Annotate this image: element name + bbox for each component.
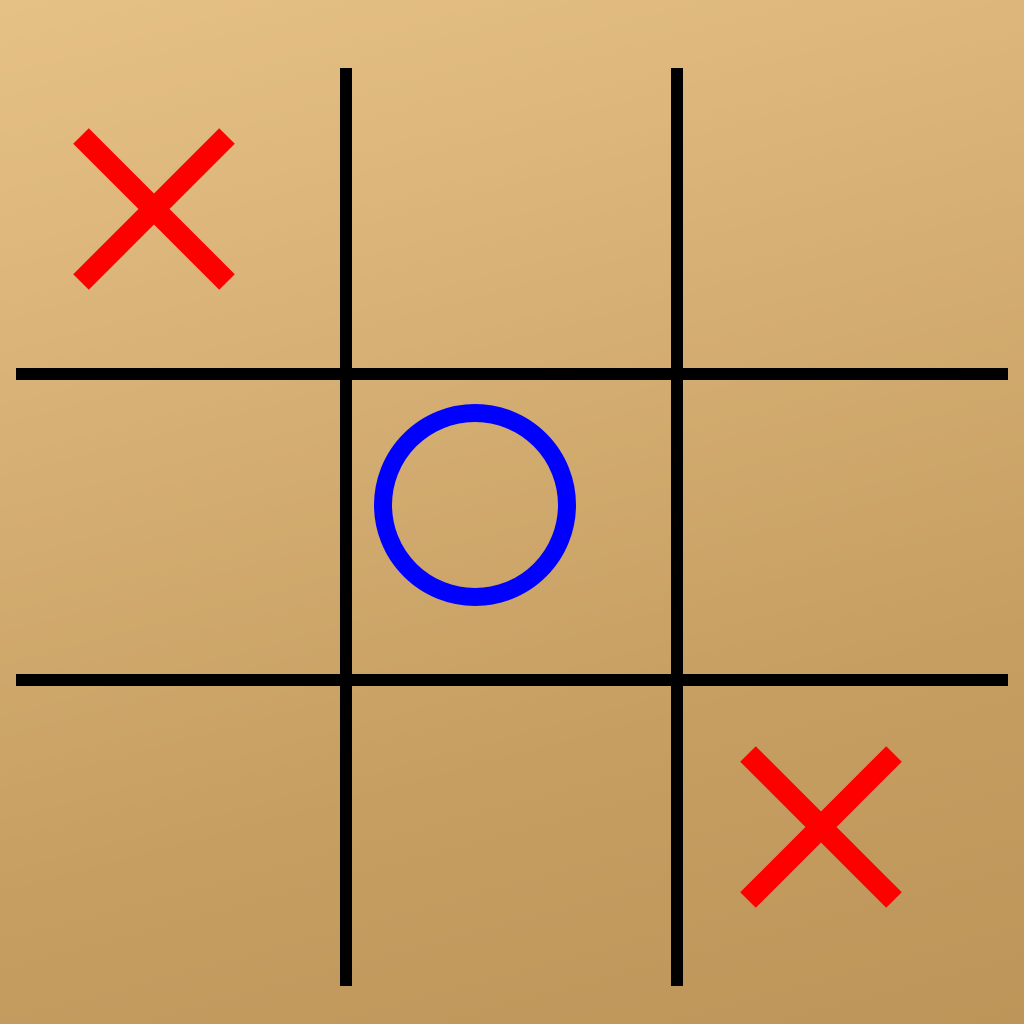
board-marks	[73, 128, 902, 908]
grid-lines	[16, 68, 1008, 986]
x-stroke-2	[740, 746, 902, 908]
board-cell-r3-c2[interactable]	[346, 680, 677, 986]
board-cell-r3-c1[interactable]	[16, 680, 346, 986]
board-cell-r1-c2[interactable]	[346, 68, 677, 374]
board-cell-r2-c1[interactable]	[16, 374, 346, 680]
x-mark-r3-c3	[740, 746, 902, 908]
x-stroke-2	[73, 128, 235, 290]
o-mark-r2-c2	[374, 404, 576, 606]
board-cell-r2-c3[interactable]	[677, 374, 1008, 680]
board-cell-r1-c3[interactable]	[677, 68, 1008, 374]
x-mark-r1-c1	[73, 128, 235, 290]
